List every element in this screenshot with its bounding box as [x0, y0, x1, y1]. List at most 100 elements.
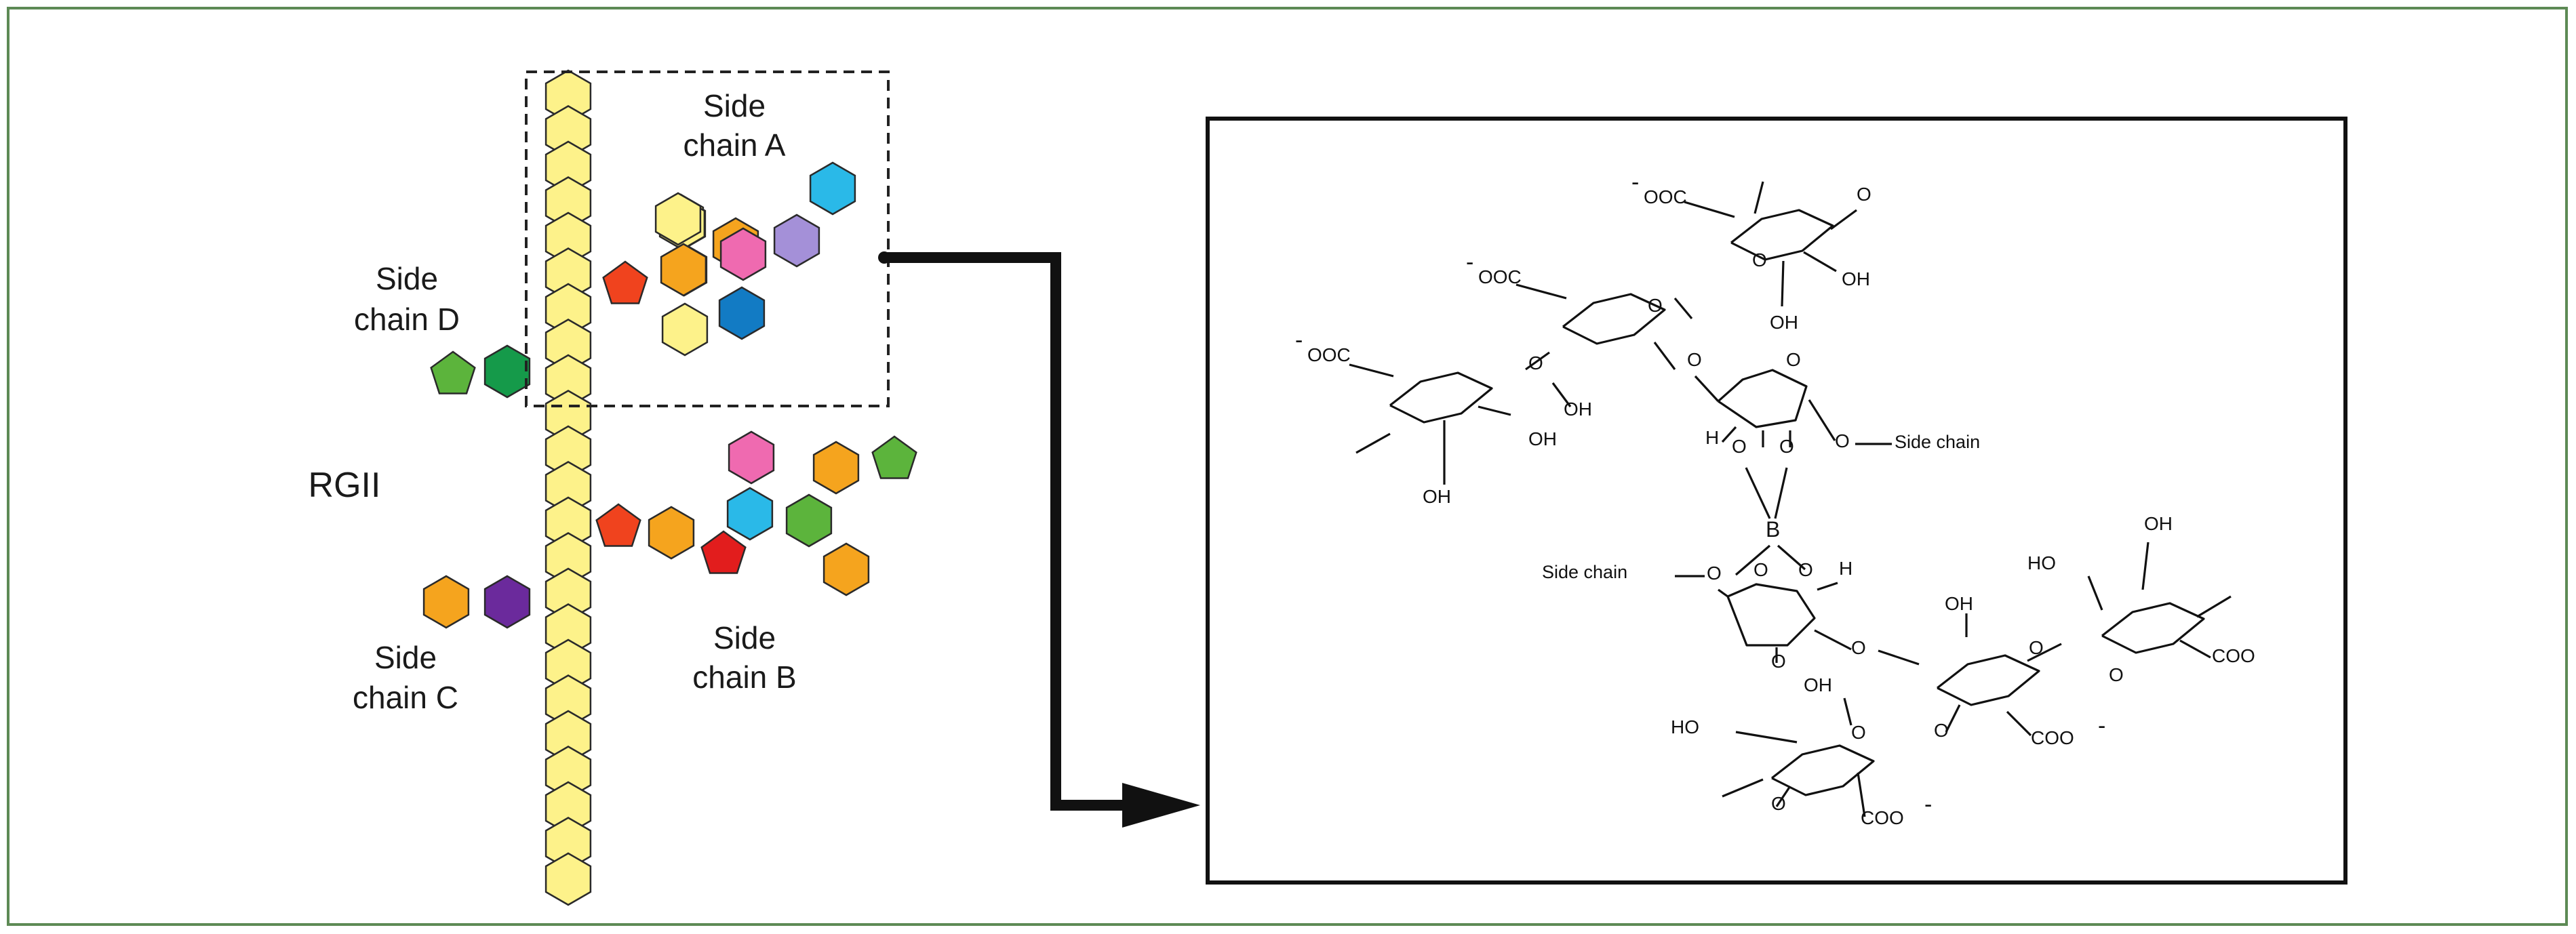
pyranose-ring [1937, 654, 2040, 706]
side-chain-b-residue [700, 530, 747, 574]
bond [1735, 731, 1798, 744]
apiose-ring [1726, 583, 1816, 647]
side-chain-c-residue [483, 575, 531, 629]
apiose-ring [1717, 369, 1808, 428]
bond [1745, 467, 1771, 519]
chem-o: O [1752, 249, 1767, 270]
chem-ho: HO [2027, 552, 2056, 573]
side-chain-b-residue [728, 430, 775, 485]
label-side-chain-b-line2: chain B [692, 659, 796, 695]
chem-o: O [1707, 563, 1722, 584]
label-rgii: RGII [309, 466, 381, 505]
bond [1515, 283, 1567, 300]
bond [1774, 467, 1788, 519]
chem-minus: - [1924, 792, 1932, 817]
chem-oh: OH [1528, 428, 1557, 449]
bond [1349, 363, 1394, 378]
chem-o: O [1753, 559, 1768, 580]
bond [1673, 297, 1693, 320]
bond [1814, 629, 1852, 651]
chem-o: O [1786, 349, 1801, 370]
chem-oh: OH [1842, 268, 1870, 289]
bond [1781, 260, 1785, 307]
bond [1653, 342, 1676, 370]
bond [1830, 209, 1857, 230]
chem-o: O [1687, 349, 1702, 370]
chem-o: O [1835, 430, 1850, 451]
pyranose-ring [1730, 209, 1834, 261]
sugar-residues [422, 69, 917, 906]
bond [1817, 582, 1838, 591]
chem-side-chain-lower: Side chain [1542, 562, 1627, 582]
label-side-chain-a-line1: Side [703, 88, 766, 123]
side-chain-c-residue [422, 575, 470, 629]
chemical-structure-labels: - OOC - OOC - OOC OH OH OH OH OH O O O O… [1295, 169, 2255, 828]
bond [1355, 432, 1391, 454]
label-side-chain-c-line1: Side [374, 640, 437, 675]
chem-coo: COO [1861, 807, 1904, 828]
label-side-chain-d-line1: Side [376, 261, 438, 296]
chem-oh: OH [1770, 312, 1798, 333]
bond [1803, 251, 1837, 272]
zoom-box [525, 70, 890, 407]
chem-boron: B [1766, 517, 1780, 542]
bond [1777, 544, 1806, 571]
chem-side-chain-upper: Side chain [1895, 432, 1980, 452]
chem-coo: OOC [1478, 266, 1522, 287]
chem-o: O [2109, 664, 2124, 685]
bond [1721, 426, 1737, 443]
bond [1551, 382, 1572, 407]
chem-oh: OH [1804, 674, 1832, 695]
side-chain-b-residue [871, 435, 917, 479]
pyranose-ring [1389, 371, 1493, 424]
side-chain-b-residue [648, 506, 695, 560]
chem-minus: - [1295, 327, 1303, 353]
pyranose-ring [1562, 293, 1666, 345]
side-chain-b-residue [812, 441, 860, 495]
side-chain-b-residue [726, 487, 774, 541]
bond [1857, 772, 1866, 817]
bond [1684, 201, 1735, 218]
side-chain-d-residue [483, 344, 531, 399]
backbone-residue [544, 852, 592, 906]
chem-h: H [1839, 558, 1852, 579]
label-side-chain-a-line2: chain A [683, 127, 786, 163]
bond [1945, 704, 1961, 733]
bond [2141, 542, 2149, 590]
chem-o: O [1857, 184, 1871, 205]
pyranose-ring [2101, 602, 2205, 654]
chem-o: O [1732, 436, 1747, 457]
chem-oh: OH [1423, 486, 1451, 507]
bond [2196, 595, 2232, 618]
chem-o: O [1851, 637, 1866, 658]
chem-o: O [1934, 720, 1949, 741]
side-chain-a-residue [654, 192, 702, 246]
chem-o: O [1779, 436, 1794, 457]
side-chain-a-residue [719, 227, 767, 281]
side-chain-a-residue [773, 214, 820, 268]
bond [1718, 588, 1728, 598]
bond [1843, 697, 1852, 726]
chem-oh: OH [1945, 593, 1973, 614]
structure-panel [1206, 117, 2347, 885]
side-chain-a-residue [660, 243, 707, 297]
bond [1722, 778, 1764, 798]
chem-o: O [1798, 559, 1813, 580]
bond [1735, 544, 1771, 576]
bond [1753, 181, 1764, 214]
side-chain-a-residue [661, 302, 709, 357]
chem-o: O [1528, 352, 1543, 373]
chem-o: O [1851, 722, 1866, 743]
chem-coo: COO [2031, 727, 2074, 748]
bond [1478, 405, 1511, 416]
chem-o: O [1648, 295, 1663, 316]
bond [1775, 786, 1791, 807]
chem-o: O [1771, 651, 1786, 672]
chem-h: H [1705, 427, 1719, 448]
chem-coo: OOC [1307, 344, 1351, 365]
label-side-chain-c-line2: chain C [353, 680, 458, 715]
side-chain-d-residue [430, 350, 476, 394]
bond [2087, 575, 2103, 611]
bond [1808, 399, 1836, 441]
